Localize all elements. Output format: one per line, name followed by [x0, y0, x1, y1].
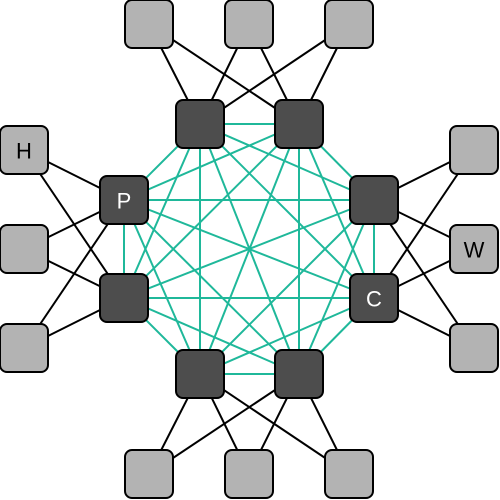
outer-node-right-1	[449, 125, 499, 175]
outer-node-right-3	[449, 323, 499, 373]
core-edge	[298, 199, 375, 375]
node-box	[0, 125, 49, 175]
core-edge	[123, 123, 300, 201]
node-box	[349, 175, 399, 225]
node-box	[124, 449, 174, 499]
outer-node-bottom-3	[324, 449, 374, 499]
core-node-bottom-1	[175, 349, 225, 399]
core-edge	[199, 199, 375, 375]
node-box	[175, 349, 225, 399]
node-box	[324, 449, 374, 499]
node-box	[99, 273, 149, 323]
node-box	[449, 323, 499, 373]
node-box	[349, 273, 399, 323]
outer-node-top-3	[324, 0, 374, 49]
node-box	[324, 0, 374, 49]
core-node-left-p: P	[99, 175, 149, 225]
node-label-p: P	[117, 189, 132, 214]
outer-node-bottom-1	[124, 449, 174, 499]
node-label-w: W	[464, 238, 485, 263]
core-edge	[123, 199, 300, 375]
node-box	[0, 224, 49, 274]
outer-node-left-3	[0, 323, 49, 373]
core-edge	[199, 123, 375, 201]
core-node-left-2	[99, 273, 149, 323]
node-box	[224, 0, 274, 49]
node-box	[124, 0, 174, 49]
node-box	[175, 99, 225, 149]
outer-node-bottom-2	[224, 449, 274, 499]
core-node-right-c: C	[349, 273, 399, 323]
core-edge	[123, 297, 300, 375]
core-node-top-1	[175, 99, 225, 149]
node-box	[0, 323, 49, 373]
node-box	[274, 349, 324, 399]
node-box	[224, 449, 274, 499]
outer-node-top-2	[224, 0, 274, 49]
core-node-right-1	[349, 175, 399, 225]
node-box	[449, 125, 499, 175]
node-box	[274, 99, 324, 149]
outer-node-left-2	[0, 224, 49, 274]
core-edge	[298, 123, 375, 299]
core-edge	[123, 199, 375, 299]
outer-node-right-w: W	[449, 224, 499, 274]
core-node-top-2	[274, 99, 324, 149]
outer-node-left-h: H	[0, 125, 49, 175]
node-box	[99, 175, 149, 225]
node-box	[449, 224, 499, 274]
node-label-h: H	[16, 139, 32, 164]
core-edge	[123, 199, 201, 375]
core-node-bottom-2	[274, 349, 324, 399]
node-label-c: C	[366, 287, 382, 312]
outer-node-top-1	[124, 0, 174, 49]
core-edge	[123, 123, 201, 299]
core-edges	[123, 123, 375, 375]
core-edge	[199, 297, 375, 375]
